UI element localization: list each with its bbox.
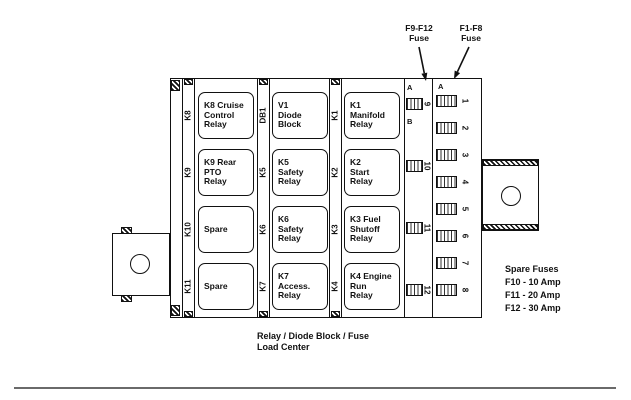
connector-hatch-icon (483, 224, 538, 230)
slot-label-k3: K3 (330, 224, 340, 235)
mount-tab-icon (171, 80, 180, 91)
fuse-channel-divider (404, 78, 406, 318)
rail-clip-icon (259, 79, 268, 85)
fuse-number-f5: 5 (460, 206, 470, 212)
fuse-channel-divider (432, 78, 434, 318)
relay-box-k3: K3 Fuel Shutoff Relay (344, 206, 400, 253)
fuse-number-f1: 1 (460, 98, 470, 104)
relay-box-k2: K2 Start Relay (344, 149, 400, 196)
fuse-number-f12: 12 (422, 285, 432, 295)
slot-label-k6: K6 (258, 224, 268, 235)
slot-label-k5: K5 (258, 167, 268, 178)
fuse-icon-f2 (436, 122, 457, 134)
connector-hatch-icon (483, 160, 538, 166)
pointer-label-f1-f8: F1-F8 Fuse (459, 23, 483, 44)
connector-tab-icon (121, 295, 132, 302)
fuse-number-f2: 2 (460, 125, 470, 131)
fuse-number-f10: 10 (422, 161, 432, 171)
fuse-number-f4: 4 (460, 179, 470, 185)
spare-fuse-f11: F11 - 20 Amp (505, 290, 561, 300)
page-divider (14, 387, 616, 389)
rail-clip-icon (331, 311, 340, 317)
rail-clip-icon (184, 311, 193, 317)
pointer-label-f9-f12: F9-F12 Fuse (405, 23, 433, 44)
fuse-icon-f6 (436, 230, 457, 242)
relay-box-k1: K1 Manifold Relay (344, 92, 400, 139)
fuse-icon-f10 (406, 160, 423, 172)
rail-clip-icon (184, 79, 193, 85)
mounting-hole-icon (130, 254, 150, 274)
connector-tab-icon (121, 227, 132, 234)
slot-label-k7: K7 (258, 281, 268, 292)
spare-fuses-legend: Spare Fuses F10 - 10 Amp F11 - 20 Amp F1… (505, 263, 595, 315)
fuse-icon-f7 (436, 257, 457, 269)
fuse-number-f9: 9 (422, 101, 432, 107)
fuse-number-f6: 6 (460, 233, 470, 239)
slot-label-k1: K1 (330, 110, 340, 121)
slot-rail-2 (257, 78, 270, 318)
slot-label-k8: K8 (183, 110, 193, 121)
spare-fuses-title: Spare Fuses (505, 264, 559, 274)
relay-box-spare-2: Spare (198, 263, 254, 310)
fuse-number-f3: 3 (460, 152, 470, 158)
rail-clip-icon (331, 79, 340, 85)
mounting-hole-icon (501, 186, 521, 206)
slot-label-db1: DB1 (258, 107, 268, 124)
fuse-number-f7: 7 (460, 260, 470, 266)
mount-tab-icon (171, 305, 180, 316)
relay-box-k4: K4 Engine Run Relay (344, 263, 400, 310)
rail-clip-icon (259, 311, 268, 317)
relay-box-k7: K7 Access. Relay (272, 263, 328, 310)
fuse-icon-f12 (406, 284, 423, 296)
arrow-f1-f8 (456, 46, 470, 73)
relay-box-k9: K9 Rear PTO Relay (198, 149, 254, 196)
relay-box-spare-1: Spare (198, 206, 254, 253)
arrow-f9-f12 (418, 46, 426, 74)
fuse-icon-f3 (436, 149, 457, 161)
relay-box-k5: K5 Safety Relay (272, 149, 328, 196)
slot-label-k4: K4 (330, 281, 340, 292)
relay-box-k6: K6 Safety Relay (272, 206, 328, 253)
fuse-icon-f5 (436, 203, 457, 215)
slot-label-k9: K9 (183, 167, 193, 178)
right-connector (482, 159, 539, 231)
fuse-number-f11: 11 (422, 223, 432, 233)
slot-rail-1 (182, 78, 195, 318)
fuse-icon-f11 (406, 222, 423, 234)
fuse-icon-f4 (436, 176, 457, 188)
slot-rail-3 (329, 78, 342, 318)
fuse-icon-f9 (406, 98, 423, 110)
spare-fuse-f12: F12 - 30 Amp (505, 303, 561, 313)
slot-label-k10: K10 (183, 222, 193, 237)
fuse-icon-f8 (436, 284, 457, 296)
left-connector (112, 227, 170, 302)
fuse-strip-marker-b: B (407, 117, 413, 126)
diagram-caption: Relay / Diode Block / Fuse Load Center (257, 331, 370, 353)
slot-label-k2: K2 (330, 167, 340, 178)
fuse-number-f8: 8 (460, 287, 470, 293)
spare-fuse-f10: F10 - 10 Amp (505, 277, 561, 287)
relay-box-k8: K8 Cruise Control Relay (198, 92, 254, 139)
fuse-strip-marker-a: A (407, 83, 413, 92)
fuse-icon-f1 (436, 95, 457, 107)
slot-label-k11: K11 (183, 279, 193, 294)
fuse-strip-marker-a2: A (438, 82, 444, 91)
diode-block-v1: V1 Diode Block (272, 92, 328, 139)
